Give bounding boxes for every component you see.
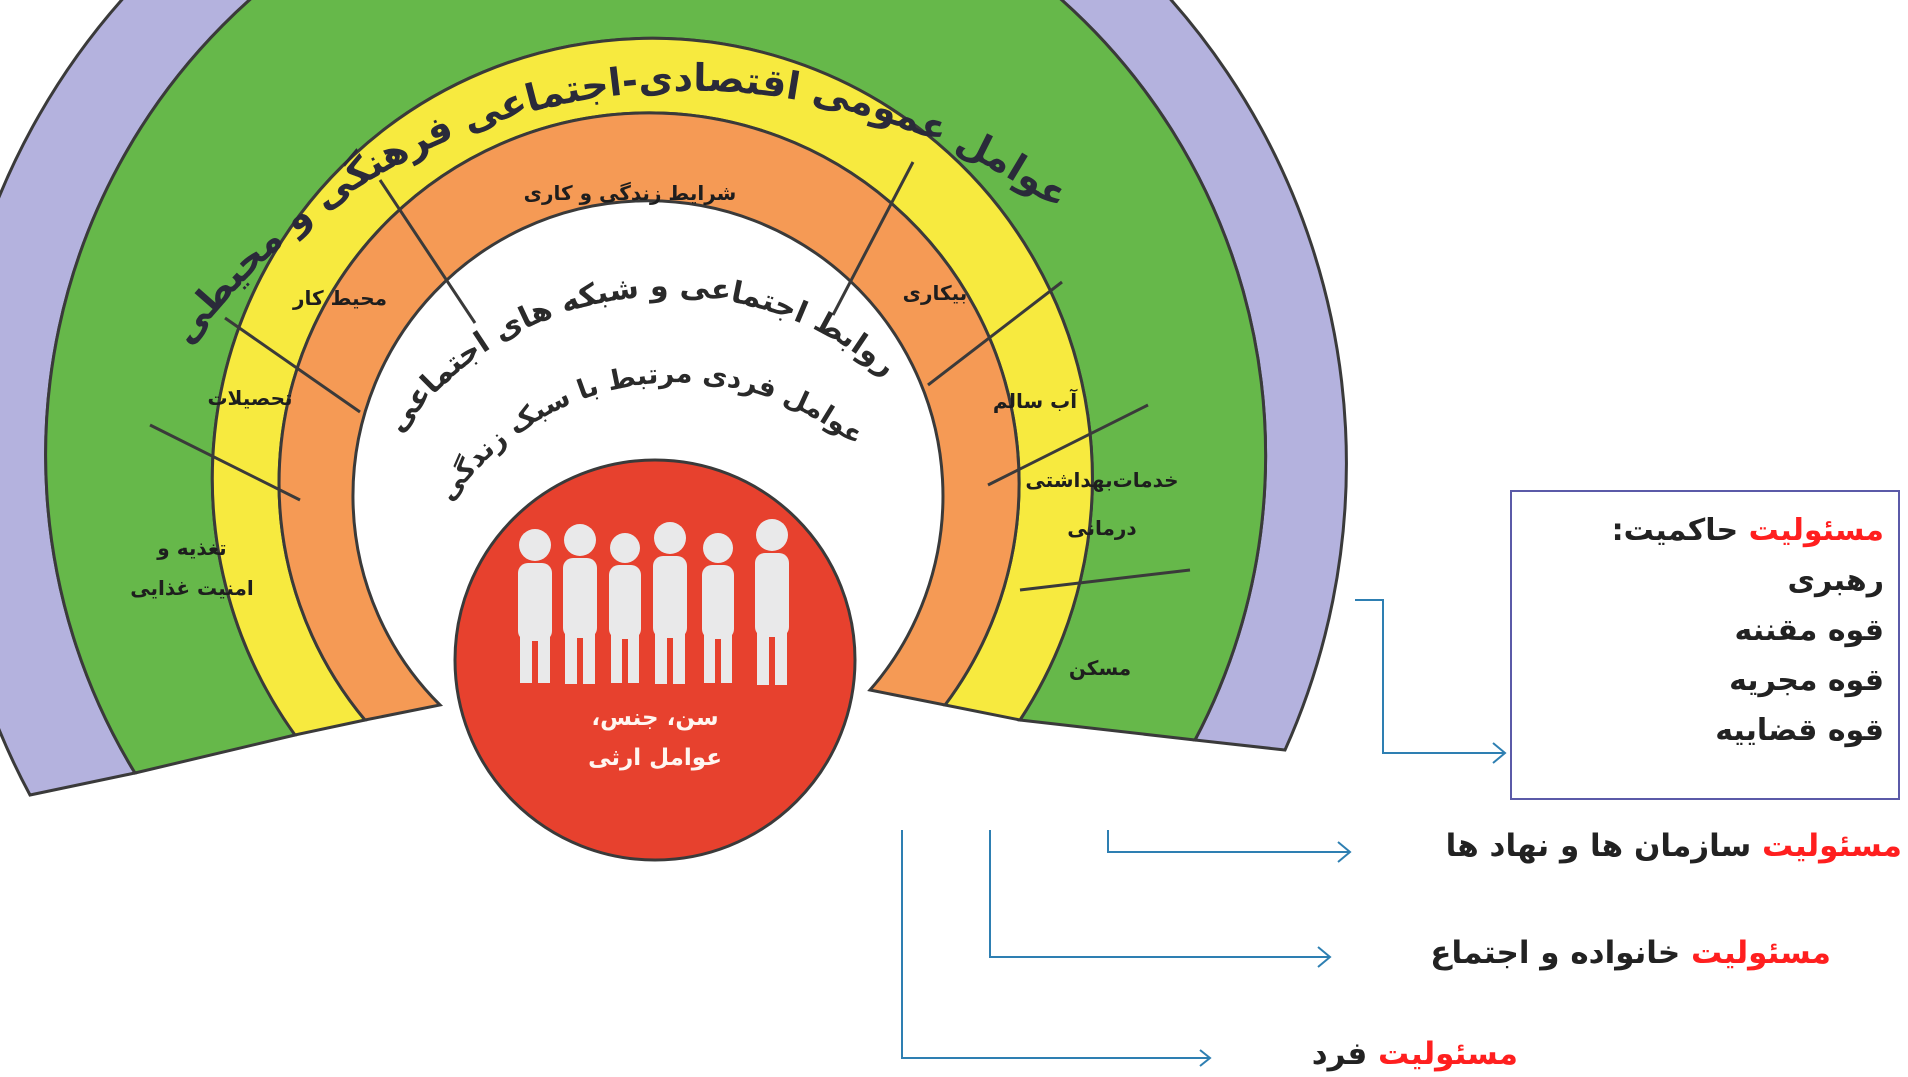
lifestyle-band bbox=[277, 111, 1021, 722]
people-silhouettes-icon bbox=[518, 519, 789, 685]
segment-dividers bbox=[149, 161, 1191, 592]
segment-housing: مسکن bbox=[1069, 656, 1131, 680]
family-responsibility: مسئولیت خانواده و اجتماع bbox=[1430, 935, 1831, 971]
segment-nutrition-line1: تغذیه و bbox=[156, 536, 226, 560]
governance-item-leadership: رهبری bbox=[1787, 563, 1884, 598]
family-arrowhead bbox=[1317, 946, 1332, 968]
family-connector bbox=[989, 830, 1330, 958]
governance-item-legislative: قوه مقننه bbox=[1734, 613, 1884, 648]
governance-title: مسئولیت حاکمیت: bbox=[1611, 513, 1884, 548]
segment-health-services-line2: درمانی bbox=[1067, 516, 1136, 540]
segment-education: تحصیلات bbox=[207, 386, 292, 410]
organizations-arrowhead bbox=[1337, 841, 1352, 863]
governance-connector bbox=[1355, 599, 1505, 754]
segment-nutrition-line2: امنیت غذایی bbox=[130, 576, 254, 600]
individual-arrowhead bbox=[1199, 1049, 1212, 1067]
organizations-responsibility: مسئولیت سازمان ها و نهاد ها bbox=[1445, 828, 1902, 864]
segment-unemployment: بیکاری bbox=[903, 281, 968, 305]
governance-arrowhead bbox=[1492, 742, 1507, 764]
segment-health-services-line1: خدمات‌بهداشتی bbox=[1025, 468, 1178, 492]
individual-connector bbox=[901, 830, 1210, 1059]
organizations-connector bbox=[1107, 830, 1350, 853]
segment-workplace: محیط کار bbox=[292, 286, 387, 310]
core-text-line1: سن، جنس، bbox=[591, 705, 718, 731]
governance-box: مسئولیت حاکمیت: رهبری قوه مقننه قوه مجری… bbox=[1510, 490, 1900, 800]
segment-clean-water: آب سالم bbox=[993, 388, 1078, 413]
segment-living-working: شرایط زندگی و کاری bbox=[524, 181, 737, 205]
governance-item-judiciary: قوه قضاییه bbox=[1715, 713, 1884, 748]
individual-responsibility: مسئولیت فرد bbox=[1311, 1036, 1518, 1072]
governance-item-executive: قوه مجریه bbox=[1729, 663, 1884, 698]
core-text-line2: عوامل ارثی bbox=[588, 745, 722, 771]
